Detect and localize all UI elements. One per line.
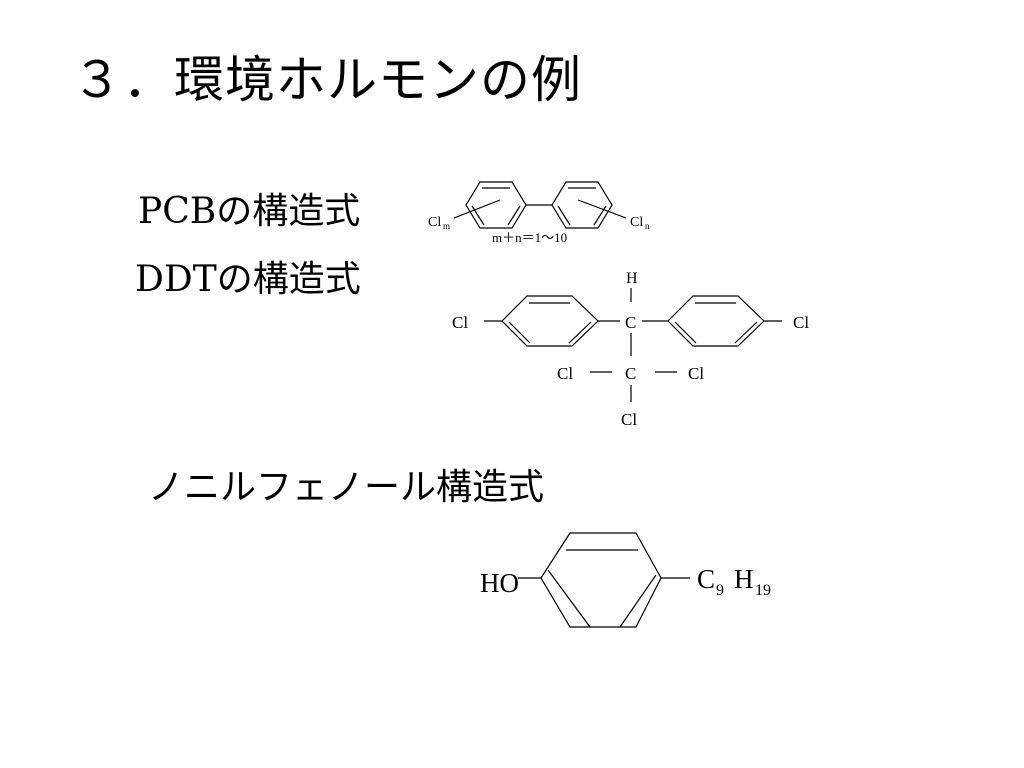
ddt-c-mid: C bbox=[625, 364, 636, 383]
ddt-cl-right: Cl bbox=[793, 313, 809, 332]
pcb-sub-left: m bbox=[443, 221, 450, 231]
np-h: H bbox=[734, 564, 754, 594]
ddt-label-latin: DDT bbox=[135, 259, 217, 300]
pcb-ring-right bbox=[551, 181, 613, 229]
pcb-label: PCBの構造式 bbox=[138, 190, 360, 234]
ddt-ring-right bbox=[667, 295, 765, 347]
nonylphenol-label: ノニルフェノール構造式 bbox=[148, 467, 545, 508]
pcb-bond-left-cl bbox=[453, 199, 501, 219]
ddt-cl-mid-right: Cl bbox=[688, 364, 704, 383]
ddt-h: H bbox=[626, 270, 638, 287]
np-ho: HO bbox=[480, 568, 519, 598]
pcb-sub-right: n bbox=[645, 221, 650, 231]
pcb-structure: Cl m Cl n m＋n＝1～10 bbox=[428, 181, 650, 245]
slide-title: ３．環境ホルモンの例 bbox=[72, 51, 582, 109]
np-c: C bbox=[697, 564, 715, 594]
ddt-c-top: C bbox=[625, 313, 636, 332]
pcb-ring-left bbox=[465, 181, 527, 229]
pcb-bond-right-cl bbox=[577, 199, 627, 219]
pcb-label-jp: の構造式 bbox=[216, 191, 361, 232]
nonylphenol-structure: HO C 9 H 19 bbox=[480, 532, 771, 628]
ddt-label-jp: の構造式 bbox=[216, 259, 361, 300]
pcb-label-latin: PCB bbox=[138, 191, 217, 232]
np-h-sub: 19 bbox=[755, 582, 771, 599]
pcb-cl-right: Cl bbox=[630, 215, 643, 230]
pcb-formula-note: m＋n＝1～10 bbox=[492, 230, 567, 245]
pcb-cl-left: Cl bbox=[428, 215, 441, 230]
ddt-cl-left: Cl bbox=[452, 313, 468, 332]
ddt-cl-bottom: Cl bbox=[621, 410, 637, 429]
ddt-structure: H C Cl Cl C Cl Cl Cl bbox=[452, 270, 809, 429]
ddt-ring-left bbox=[501, 295, 599, 347]
np-ring bbox=[540, 532, 662, 628]
ddt-label: DDTの構造式 bbox=[135, 258, 361, 302]
np-c-sub: 9 bbox=[716, 582, 724, 599]
ddt-cl-mid-left: Cl bbox=[557, 364, 573, 383]
